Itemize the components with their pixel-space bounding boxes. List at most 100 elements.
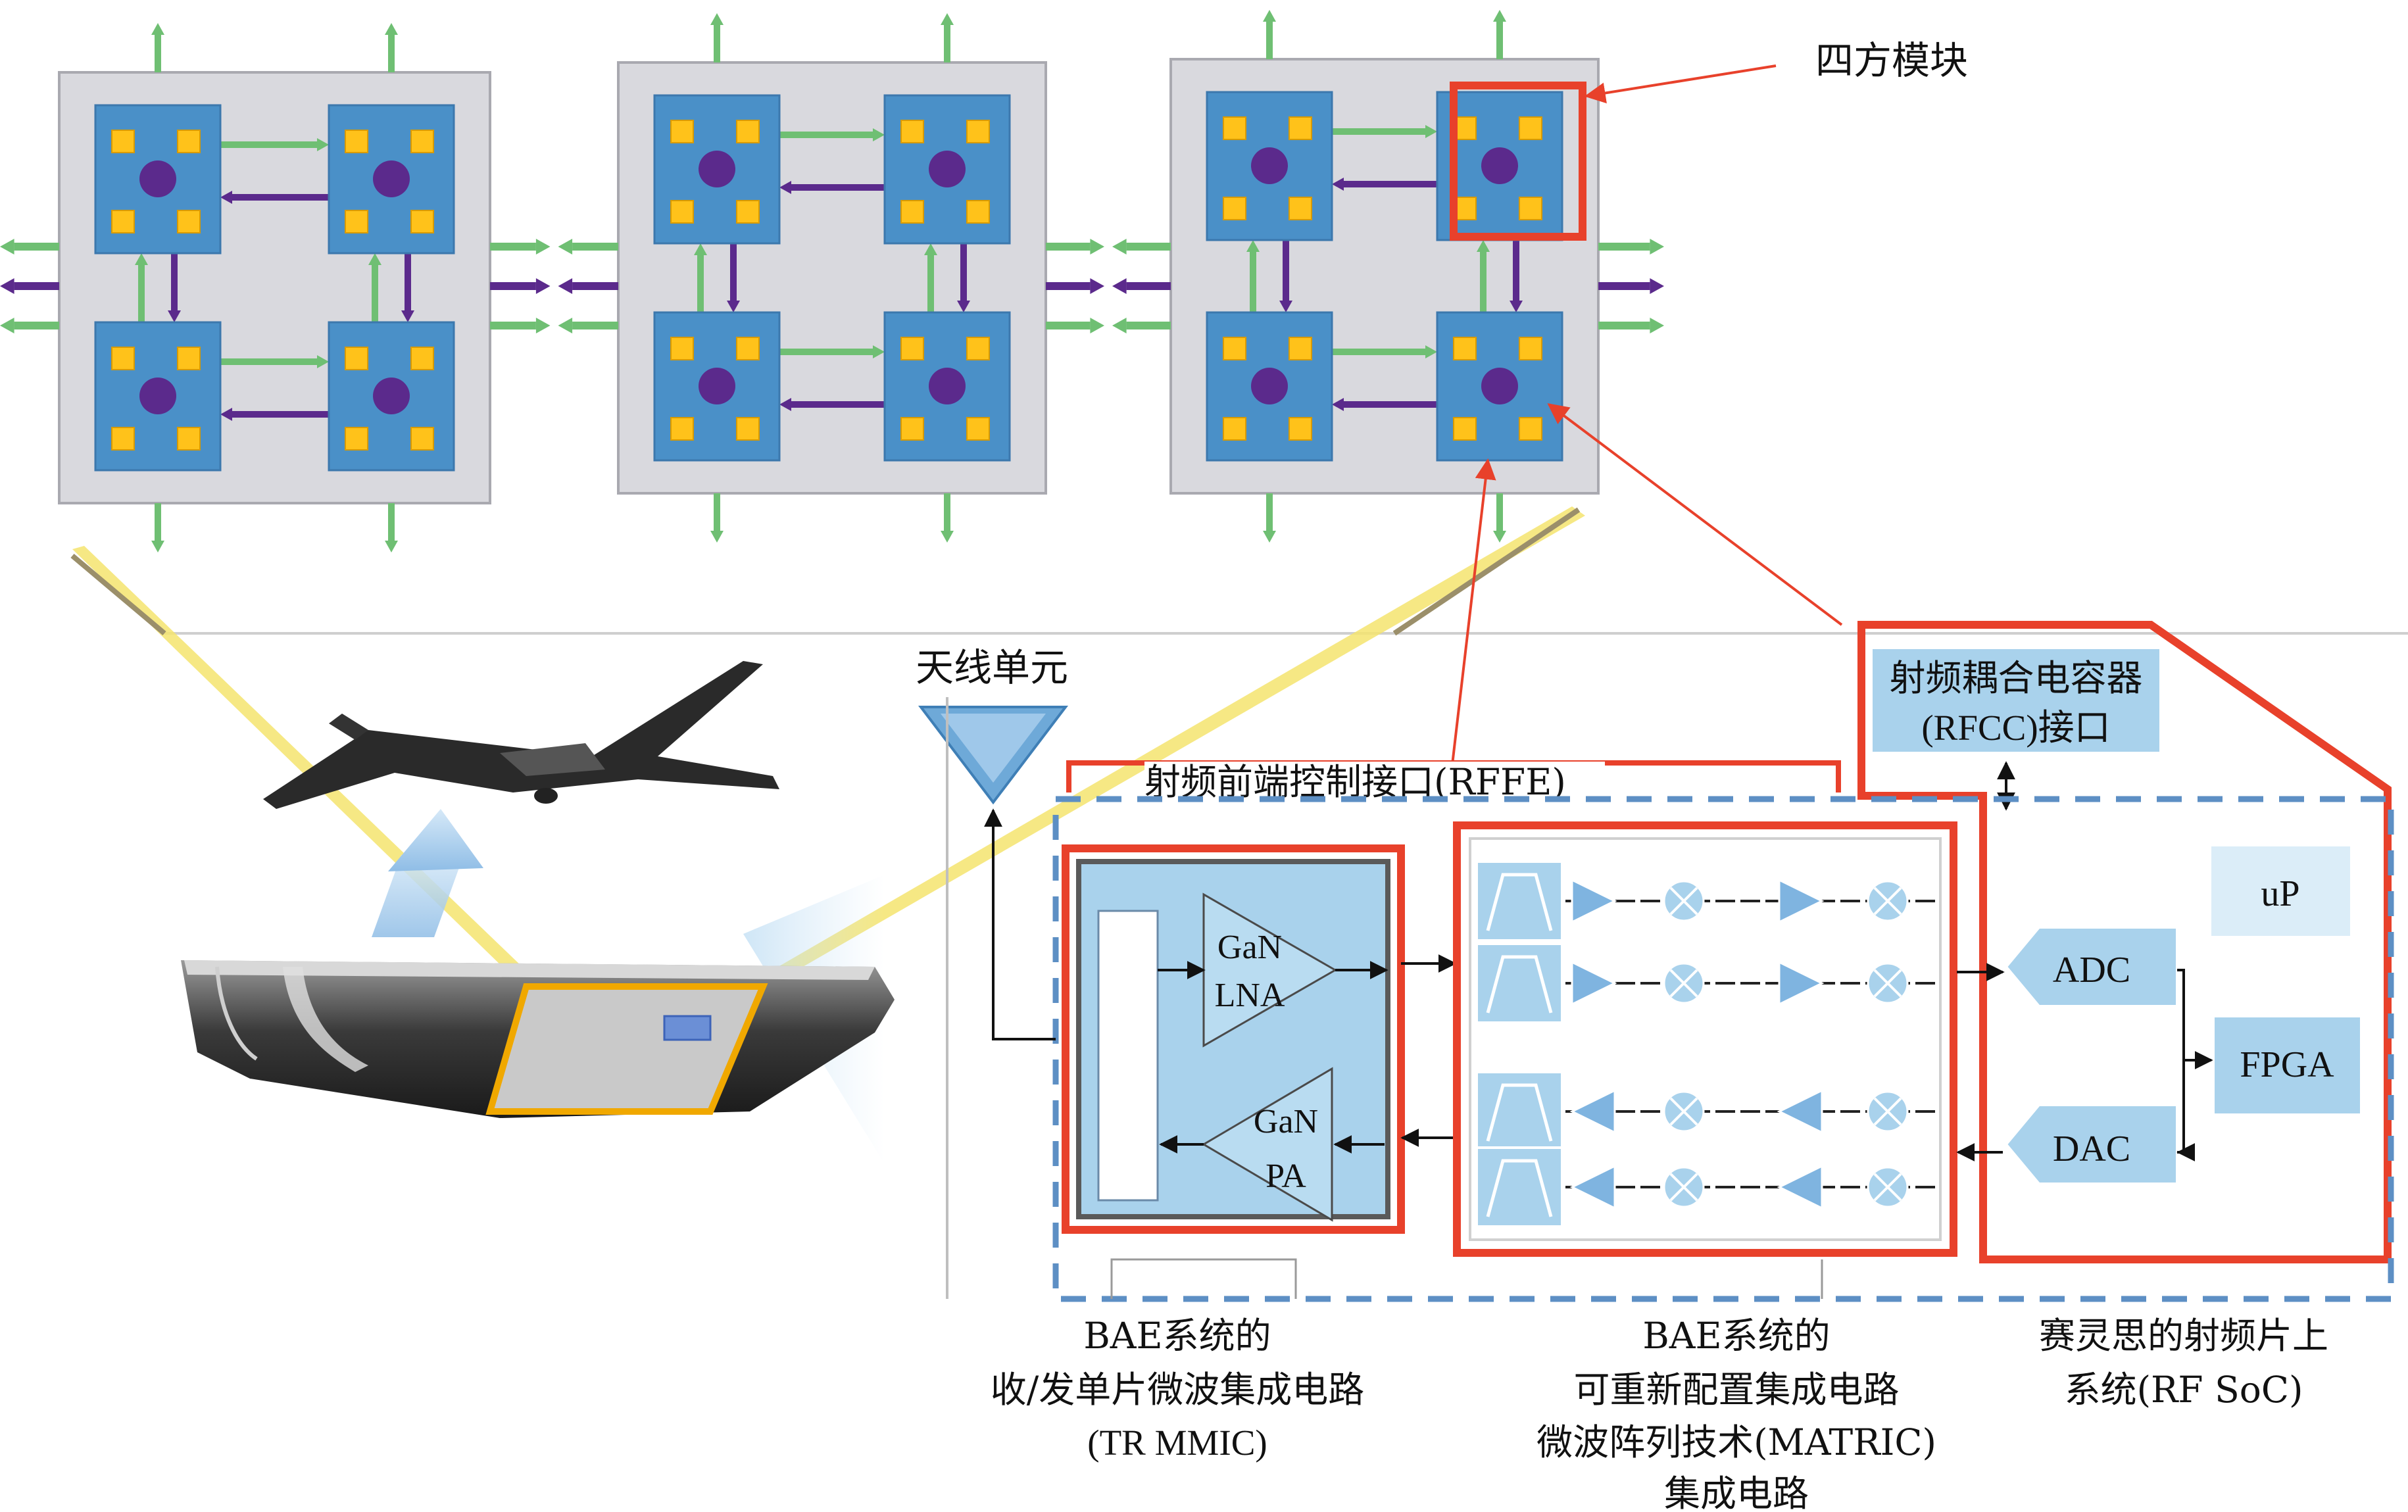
quad-chip-0-tr-pad-3 <box>410 210 434 233</box>
rfsoc-pointer <box>1547 403 1843 626</box>
quad-chip-2-tl-pad-3 <box>1289 197 1312 220</box>
quad-chip-0-tl-pad-0 <box>111 130 135 153</box>
bus-2-2-b-head <box>1112 318 1127 333</box>
quad-chip-0-tl-pad-3 <box>177 210 201 233</box>
channel-mixer-x-3-3 <box>1873 1173 1902 1202</box>
ext-down-0-1-head <box>385 541 398 552</box>
quad-chip-2-bl-core <box>1251 368 1288 404</box>
channel-amp-1-0 <box>1571 960 1617 1006</box>
quad-chip-0-tl-pad-2 <box>111 210 135 233</box>
quad-module-array <box>0 10 1664 552</box>
channel-filter-shape-3 <box>1486 1159 1553 1217</box>
link-g-right-1-head <box>924 243 937 255</box>
bus-2-2-a-head <box>1090 318 1104 333</box>
matric-caption-line1: BAE系统的 <box>1642 1315 1830 1357</box>
quad-chip-0-br-pad-0 <box>345 347 368 370</box>
channel-mixer-x-0-3 <box>1873 887 1902 915</box>
quad-chip-0-br-pad-3 <box>410 427 434 451</box>
quad-chip-0-bl-pad-2 <box>111 427 135 451</box>
ext-down-1-0-head <box>710 531 724 543</box>
link-g-left-1-head <box>694 243 707 255</box>
tr-mmic-outline <box>1062 844 1405 1234</box>
quad-chip-2-bl-pad-0 <box>1223 337 1246 360</box>
quad-chip-1-br-pad-2 <box>900 417 924 441</box>
link-p-right-2-head <box>1510 301 1523 312</box>
link-p-left-2-head <box>1279 301 1292 312</box>
channel-mixer-x-1-1 <box>1669 969 1698 998</box>
quad-chip-2-tl-core <box>1251 147 1288 184</box>
pa-label-line1: GaN <box>1254 1103 1318 1140</box>
link-p-right-1-head <box>957 301 970 312</box>
channel-mixer-x-2-3 <box>1873 1097 1902 1126</box>
link-g-top-0-head <box>317 138 329 151</box>
link-p-bot-0-head <box>220 408 232 421</box>
channel-filter-shape-0 <box>1486 873 1553 931</box>
link-p-bot-1-head <box>779 398 791 411</box>
rfsoc-caption-line2: 系统(RF SoC) <box>2065 1369 2303 1411</box>
quad-chip-1-tl-pad-3 <box>736 200 760 224</box>
quad-chip-2-tl-pad-2 <box>1223 197 1246 220</box>
panel-module <box>663 1015 712 1041</box>
adc-label: ADC <box>2053 950 2130 990</box>
quad-chip-2-tr-pad-3 <box>1519 197 1542 220</box>
quad-chip-0-tl-core <box>139 160 176 197</box>
channel-amp-3-2 <box>1777 1164 1823 1210</box>
quad-chip-1-bl-pad-3 <box>736 417 760 441</box>
tr-mmic-caption-line1: BAE系统的 <box>1083 1315 1271 1357</box>
quad-chip-1-br-pad-3 <box>966 417 990 441</box>
link-g-right-2-head <box>1477 240 1490 252</box>
uplink-arrow-body <box>372 855 464 937</box>
tr-switch <box>1097 910 1159 1202</box>
link-g-left-0-head <box>135 253 148 265</box>
matric-caption-line2: 可重新配置集成电路 <box>1573 1369 1899 1411</box>
uplink-arrow-head <box>388 809 483 871</box>
quad-chip-0-br-core <box>373 378 410 414</box>
quad-chip-1-tl-pad-1 <box>736 120 760 143</box>
channel-mixer-x-0-1 <box>1669 887 1698 915</box>
rffe-label-bg <box>1144 762 1605 801</box>
ext-down-2-1-head <box>1493 531 1506 543</box>
ext-down-2-0-head <box>1263 531 1276 543</box>
rfcc-label-line2: (RFCC)接口 <box>1921 708 2110 748</box>
quad-chip-0-bl-pad-0 <box>111 347 135 370</box>
ext-down-0-0-head <box>151 541 164 552</box>
quad-chip-0-br-pad-2 <box>345 427 368 451</box>
up-label: uP <box>2261 873 2299 914</box>
rffe-label: 射频前端控制接口(RFFE) <box>1144 761 1566 803</box>
quad-chip-1-tr-pad-1 <box>966 120 990 143</box>
channel-amp-2-0 <box>1569 1088 1616 1134</box>
bus-2-0-a-head <box>1090 239 1104 255</box>
bus-0-2-head <box>0 318 14 333</box>
link-p-top-2-head <box>1332 178 1344 191</box>
antenna-inner <box>941 714 1046 783</box>
channel-amp-3-0 <box>1569 1164 1616 1210</box>
quad-chip-1-tl-pad-0 <box>670 120 694 143</box>
link-p-left-0-head <box>168 310 181 322</box>
tr-mmic-tick <box>1110 1258 1297 1299</box>
quad-chip-0-bl-core <box>139 378 176 414</box>
quad-chip-2-tr-core <box>1481 147 1518 184</box>
matric-outline <box>1453 821 1957 1257</box>
quad-chip-1-br-pad-1 <box>966 337 990 360</box>
quad-chip-2-bl-pad-2 <box>1223 417 1246 441</box>
channel-mixer-x-2-1 <box>1669 1097 1698 1126</box>
rffe-pointer <box>1449 458 1496 782</box>
quad-chip-0-bl-pad-1 <box>177 347 201 370</box>
beam-right-stub <box>1392 507 1581 636</box>
quad-chip-2-br-core <box>1481 368 1518 404</box>
lna-label-line1: GaN <box>1217 929 1282 966</box>
channel-amp-2-2 <box>1777 1088 1823 1134</box>
rfcc-label-line1: 射频耦合电容器 <box>1889 657 2142 699</box>
quad-chip-1-bl-pad-2 <box>670 417 694 441</box>
rfsoc-outline <box>1857 621 2392 1263</box>
ext-up-2-0-head <box>1263 10 1276 22</box>
quad-chip-0-tl-pad-1 <box>177 130 201 153</box>
quad-chip-0-tr-pad-1 <box>410 130 434 153</box>
ext-up-0-0-head <box>151 23 164 35</box>
ext-up-2-1-head <box>1493 10 1506 22</box>
channel-amp-1-2 <box>1778 960 1825 1006</box>
quad-chip-1-bl-pad-0 <box>670 337 694 360</box>
quad-chip-2-br-pad-2 <box>1453 417 1477 441</box>
quad-module-highlight <box>1450 82 1586 241</box>
link-p-top-0-head <box>220 191 232 204</box>
